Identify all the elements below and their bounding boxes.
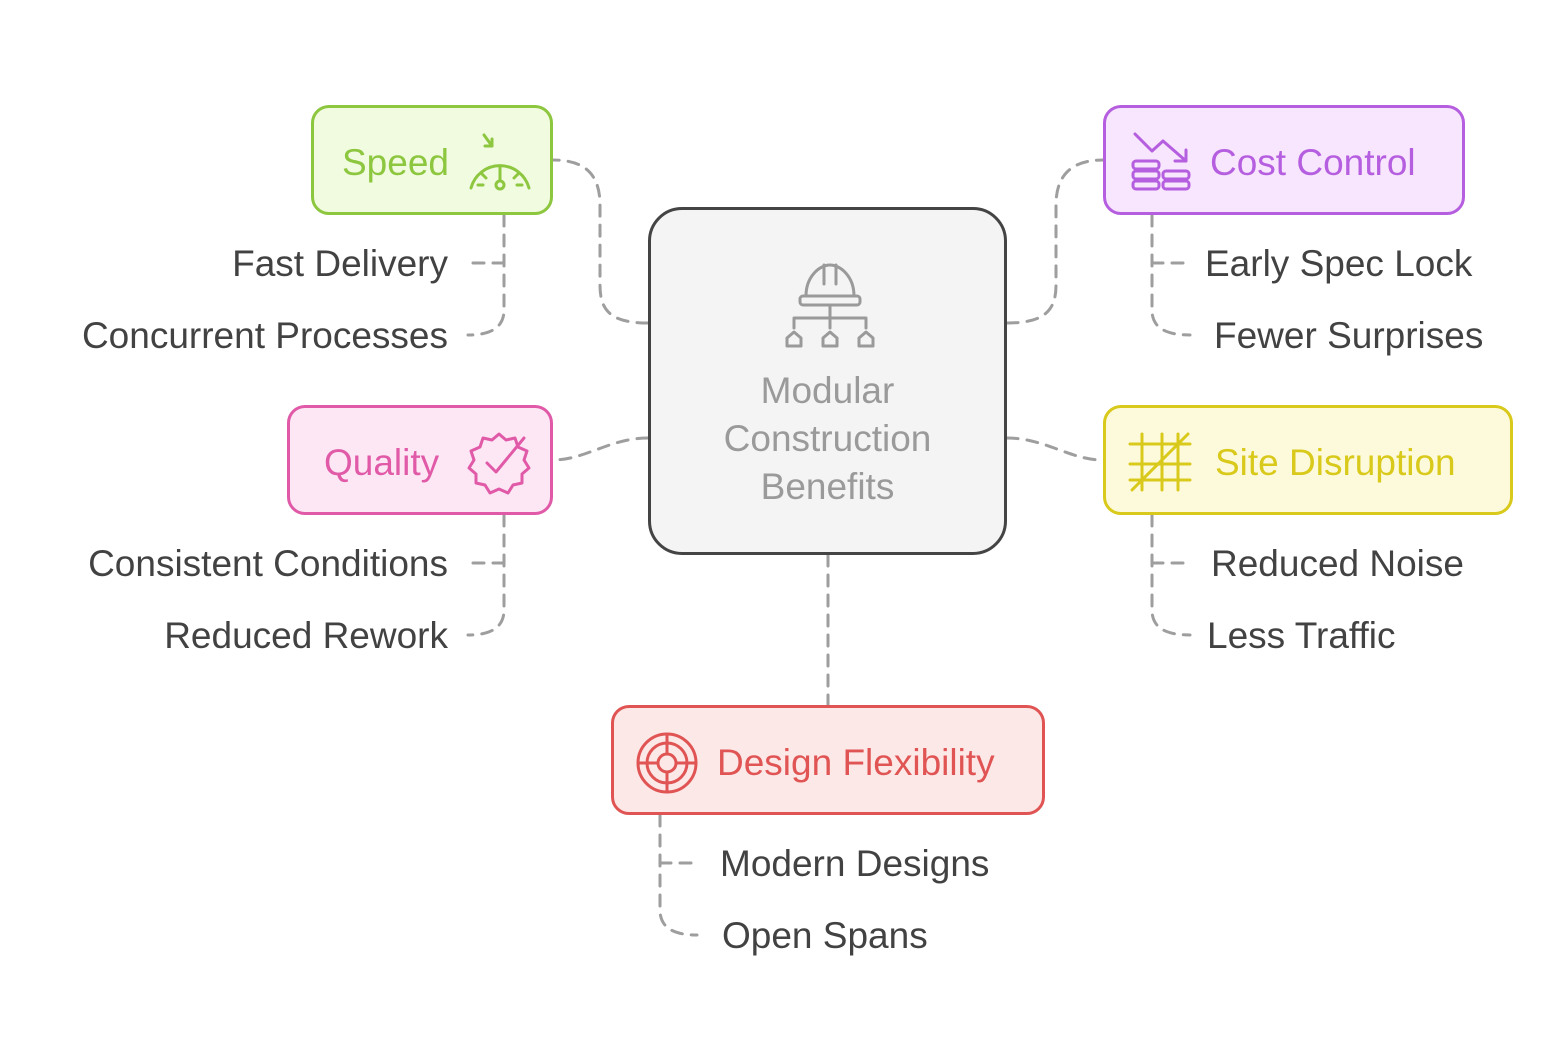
site-disruption-node[interactable]: Site Disruption <box>1103 405 1513 515</box>
center-title-line-3: Benefits <box>760 466 895 507</box>
speedometer-icon <box>469 133 531 191</box>
connector-site-items <box>1150 513 1192 637</box>
target-icon <box>636 732 698 794</box>
connector-center-speed <box>551 158 650 325</box>
speed-item-1: Fast Delivery <box>232 243 448 284</box>
cost-control-node[interactable]: Cost Control <box>1103 105 1465 215</box>
design-flexibility-item-1: Modern Designs <box>720 843 990 884</box>
quality-item-2: Reduced Rework <box>164 615 448 656</box>
center-title-line-2: Construction <box>723 418 932 459</box>
connector-speed-items <box>466 213 506 337</box>
site-disruption-label: Site Disruption <box>1215 442 1456 483</box>
connector-center-quality <box>551 436 650 462</box>
site-disruption-item-1: Reduced Noise <box>1211 543 1464 584</box>
center-node[interactable]: Modular Construction Benefits <box>648 207 1007 555</box>
quality-node[interactable]: Quality <box>287 405 553 515</box>
site-disruption-item-2: Less Traffic <box>1207 615 1396 656</box>
speed-node[interactable]: Speed <box>311 105 553 215</box>
connector-design-items <box>658 813 699 937</box>
speed-label: Speed <box>342 142 449 183</box>
hard-hat-hierarchy-icon <box>785 263 875 348</box>
quality-item-1: Consistent Conditions <box>88 543 448 584</box>
coins-trend-down-icon <box>1131 132 1191 191</box>
center-title-line-1: Modular <box>760 370 895 411</box>
design-flexibility-item-2: Open Spans <box>722 915 928 956</box>
cost-control-item-2: Fewer Surprises <box>1214 315 1484 356</box>
speed-item-2: Concurrent Processes <box>81 315 448 356</box>
connector-quality-items <box>466 513 506 637</box>
connector-center-cost <box>1005 158 1105 325</box>
badge-check-icon <box>467 432 531 495</box>
quality-label: Quality <box>324 442 440 483</box>
cost-control-item-1: Early Spec Lock <box>1205 243 1473 284</box>
design-flexibility-label: Design Flexibility <box>717 742 995 783</box>
design-flexibility-node[interactable]: Design Flexibility <box>611 705 1045 815</box>
grid-slash-icon <box>1128 432 1192 492</box>
connector-center-site <box>1005 436 1105 462</box>
cost-control-label: Cost Control <box>1210 142 1416 183</box>
connector-cost-items <box>1150 213 1192 337</box>
